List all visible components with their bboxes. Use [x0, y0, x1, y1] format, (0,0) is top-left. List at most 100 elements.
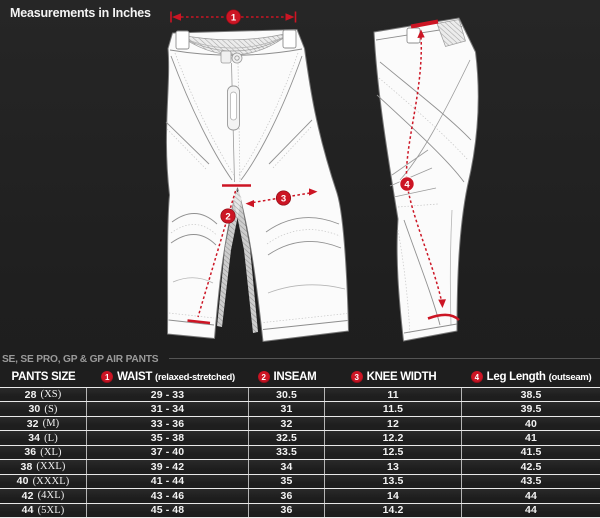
cell-leg-length: 43.5	[520, 475, 542, 488]
page-title: Measurements in Inches	[10, 6, 151, 20]
cell-inseam: 30.5	[249, 388, 325, 402]
header-knee-width-label: KNEE WIDTH	[366, 371, 437, 383]
cell-knee-width: 12	[325, 416, 462, 431]
table-row: 34 (L) 35 - 38 32.5 12.2 41	[0, 430, 600, 445]
size-number: 40	[16, 475, 29, 488]
inner-leg-panel-right	[233, 190, 258, 333]
cell-pants-size: 44 (5XL)	[0, 503, 87, 517]
cell-pants-size: 30 (S)	[0, 402, 87, 416]
size-letter-label: (S)	[44, 403, 58, 415]
cell-knee-width: 13.5	[325, 474, 462, 489]
size-number: 42	[21, 489, 34, 502]
cell-leg-length: 38.5	[520, 388, 542, 401]
callout-2: 2	[220, 208, 236, 224]
side-pants-body	[373, 17, 479, 342]
cell-inseam: 35	[249, 474, 325, 489]
header-leg-length: 4 Leg Length (outseam)	[462, 371, 600, 383]
header-pants-size-label: PANTS SIZE	[11, 371, 76, 383]
section-title-row: SE, SE PRO, GP & GP AIR PANTS	[0, 351, 600, 366]
size-number: 30	[28, 403, 41, 416]
callout-1: 1	[225, 9, 242, 25]
side-waist-patch	[436, 19, 466, 47]
cell-leg-length: 41	[525, 432, 537, 445]
size-letter-label: (L)	[44, 432, 58, 444]
header-leg-length-sublabel: (outseam)	[548, 371, 592, 383]
cell-inseam: 34	[249, 460, 325, 474]
svg-text:2: 2	[225, 211, 230, 222]
cell-waist: 39 - 42	[87, 460, 249, 474]
size-letter-label: (4XL)	[37, 490, 65, 502]
table-row: 42 (4XL) 43 - 46 36 14 44	[0, 488, 600, 503]
size-number: 32	[26, 417, 39, 430]
cell-pants-size: 32 (M)	[0, 416, 87, 431]
table-row: 28 (XS) 29 - 33 30.5 11 38.5	[0, 387, 600, 402]
header-pants-size: PANTS SIZE	[0, 371, 87, 383]
cell-leg-length: 41.5	[520, 446, 542, 459]
cell-pants-size: 38 (XXL)	[0, 460, 87, 474]
table-row: 36 (XL) 37 - 40 33.5 12.5 41.5	[0, 444, 600, 460]
header-inseam: 2 INSEAM	[249, 371, 325, 383]
cell-waist: 29 - 33	[87, 388, 249, 402]
cell-waist: 31 - 34	[87, 402, 249, 416]
leg-length-number-badge: 4	[470, 371, 483, 383]
table-row: 40 (XXXL) 41 - 44 35 13.5 43.5	[0, 473, 600, 489]
cell-knee-width: 11	[325, 388, 462, 402]
cell-inseam: 32.5	[249, 431, 325, 445]
header-waist: 1 WAIST (relaxed-stretched)	[87, 371, 249, 383]
fly-zipper	[227, 62, 241, 183]
cell-pants-size: 40 (XXXL)	[0, 474, 87, 489]
svg-text:1: 1	[231, 12, 237, 23]
header-leg-length-label: Leg Length	[486, 371, 546, 383]
waist-tab-left	[175, 30, 190, 50]
front-view-pants-illustration	[165, 29, 349, 342]
size-number: 34	[28, 432, 41, 445]
cell-waist: 35 - 38	[87, 431, 249, 445]
size-number: 36	[24, 446, 37, 459]
section-title: SE, SE PRO, GP & GP AIR PANTS	[1, 352, 159, 365]
cell-knee-width: 11.5	[325, 402, 462, 416]
cell-knee-width: 13	[325, 460, 462, 474]
pants-measurement-diagram: 1 2 3 4	[165, 9, 479, 342]
size-table-header: PANTS SIZE 1 WAIST (relaxed-stretched) 2…	[0, 367, 600, 387]
cell-inseam: 36	[249, 503, 325, 517]
size-letter-label: (XXXL)	[32, 475, 70, 487]
section-divider-line	[169, 358, 600, 359]
table-row: 38 (XXL) 39 - 42 34 13 42.5	[0, 459, 600, 474]
header-inseam-label: INSEAM	[273, 371, 317, 383]
callout-3: 3	[275, 190, 292, 206]
header-waist-sublabel: (relaxed-stretched)	[155, 371, 235, 383]
cell-inseam: 33.5	[249, 445, 325, 460]
cell-pants-size: 34 (L)	[0, 431, 87, 445]
cell-knee-width: 14.2	[325, 503, 462, 517]
cell-leg-length: 44	[525, 489, 537, 502]
cell-leg-length: 42.5	[520, 460, 542, 473]
callout-badges: 1 2 3 4	[220, 9, 415, 224]
inner-leg-panel-left	[217, 190, 242, 327]
cell-waist: 43 - 46	[87, 489, 249, 503]
cell-knee-width: 12.2	[325, 431, 462, 445]
waist-buckle	[220, 50, 243, 64]
side-view-pants-illustration	[373, 17, 479, 342]
cell-pants-size: 36 (XL)	[0, 445, 87, 460]
cell-waist: 33 - 36	[87, 416, 249, 431]
size-letter-label: (5XL)	[37, 504, 65, 516]
size-letter-label: (XS)	[40, 389, 62, 401]
cell-pants-size: 42 (4XL)	[0, 489, 87, 503]
front-pants-body	[165, 29, 349, 342]
side-waist-tab	[406, 27, 421, 44]
knee-width-number-badge: 3	[350, 371, 363, 383]
size-number: 44	[21, 504, 34, 517]
cell-waist: 45 - 48	[87, 503, 249, 517]
cell-waist: 37 - 40	[87, 445, 249, 460]
size-letter-label: (XL)	[40, 446, 62, 458]
cell-leg-length: 44	[525, 504, 537, 517]
size-number: 28	[24, 388, 37, 401]
svg-text:4: 4	[404, 179, 410, 190]
cell-leg-length: 40	[525, 417, 537, 430]
size-letter-label: (M)	[42, 418, 60, 430]
table-row: 44 (5XL) 45 - 48 36 14.2 44	[0, 502, 600, 517]
cell-inseam: 32	[249, 416, 325, 431]
waist-tab-right	[282, 29, 297, 49]
callout-4: 4	[399, 176, 415, 192]
waist-number-badge: 1	[101, 371, 114, 383]
